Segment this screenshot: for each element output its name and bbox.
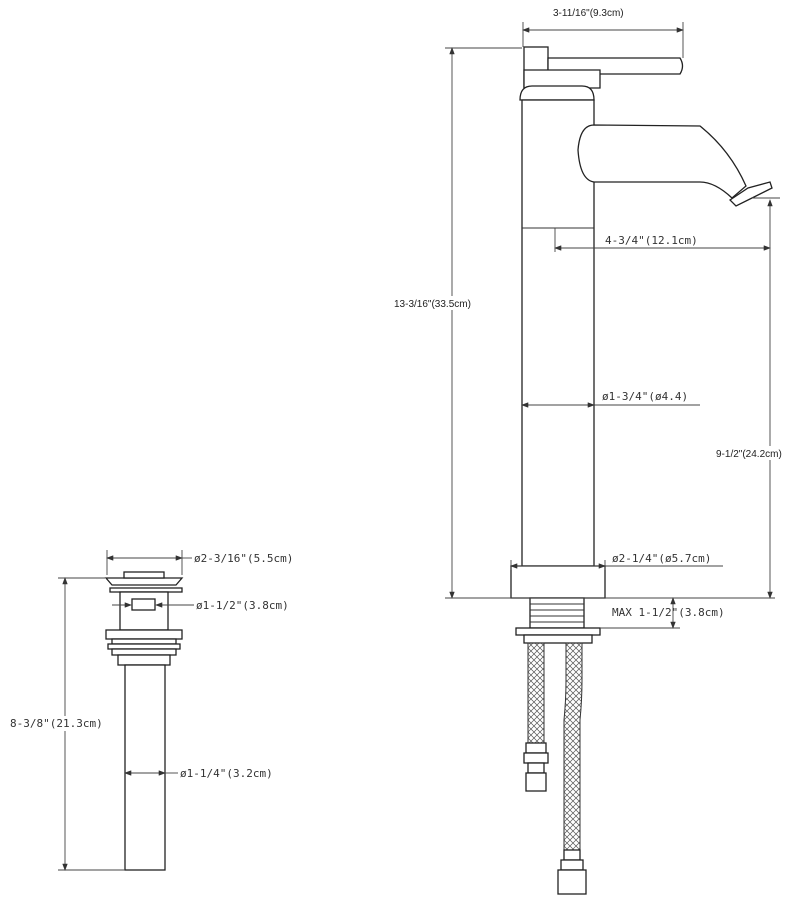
max-deck-thickness-label: MAX 1-1/2"(3.8cm)	[612, 606, 725, 619]
handle-width-label: 3-11/16"(9.3cm)	[553, 8, 624, 19]
drain-total-height-label: 8-3/8"(21.3cm)	[10, 717, 103, 730]
faucet-handle	[523, 46, 684, 89]
faucet-base	[510, 565, 606, 599]
faucet-spout	[577, 124, 773, 207]
overflow-slot	[131, 598, 156, 611]
faucet-drawing: 3-11/16"(9.3cm) 13-3/16"(33.5cm) 4-3/4"(…	[392, 8, 798, 895]
mounting-shank	[515, 597, 601, 644]
spout-height-label: 9-1/2"(24.2cm)	[716, 449, 782, 460]
supply-hoses	[523, 642, 587, 895]
drain-tailpiece	[124, 664, 166, 871]
body-diameter-label: ø1-3/4"(ø4.4)	[602, 390, 688, 403]
base-diameter-label: ø2-1/4"(ø5.7cm)	[612, 552, 711, 565]
drain-body-diameter-label: ø1-1/2"(3.8cm)	[196, 599, 289, 612]
drain-tailpiece-diameter-label: ø1-1/4"(3.2cm)	[180, 767, 273, 780]
drain-drawing: ø2-3/16"(5.5cm) ø1-1/2"(3.8cm) 8-3/8"(21…	[8, 550, 293, 871]
total-height-label: 13-3/16"(33.5cm)	[394, 299, 471, 310]
drain-flange-diameter-label: ø2-3/16"(5.5cm)	[194, 552, 293, 565]
spout-reach-label: 4-3/4"(12.1cm)	[605, 234, 698, 247]
